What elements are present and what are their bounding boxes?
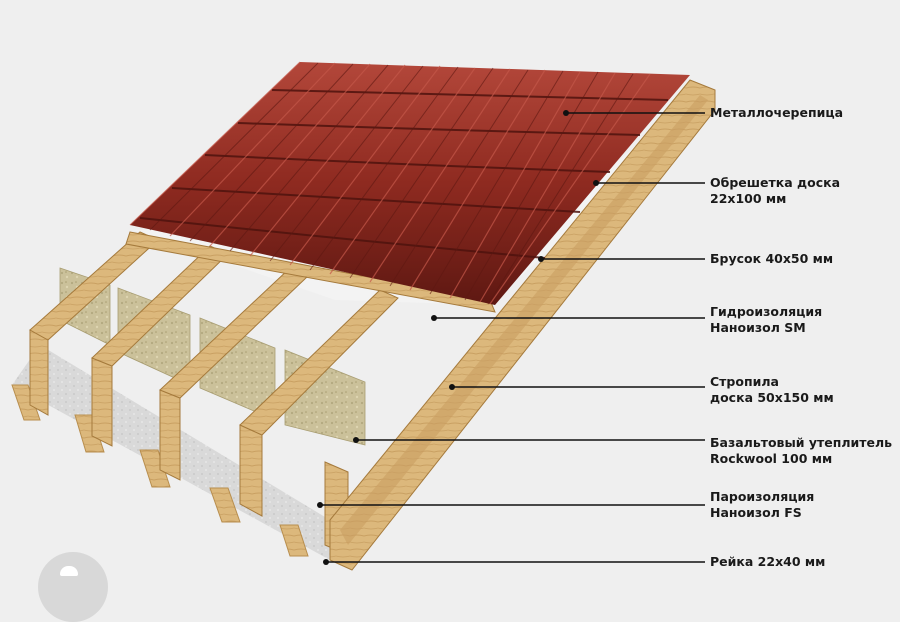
label-metal-tile: Металлочерепица (710, 105, 844, 120)
label-insulation: Базальтовый утеплитель Rockwool 100 мм (710, 435, 893, 466)
corner-badge[interactable] (38, 552, 108, 622)
leader-lines (320, 112, 705, 563)
leader-dots (317, 110, 599, 565)
label-vapor-barrier: Пароизоляция Наноизол FS (710, 489, 815, 520)
counter-battens (29, 231, 399, 436)
label-lath: Рейка 22х40 мм (710, 554, 826, 569)
metal-tile-roof (129, 61, 690, 305)
label-batten-board: Обрешетка доска 22х100 мм (710, 175, 841, 206)
label-counter-batten: Брусок 40х50 мм (710, 251, 834, 266)
lock-icon (60, 566, 78, 576)
label-waterproofing: Гидроизоляция Наноизол SM (710, 304, 823, 335)
roof-diagram (11, 61, 716, 571)
label-rafters: Стропила доска 50х150 мм (710, 374, 834, 405)
lath-slats (11, 384, 309, 557)
